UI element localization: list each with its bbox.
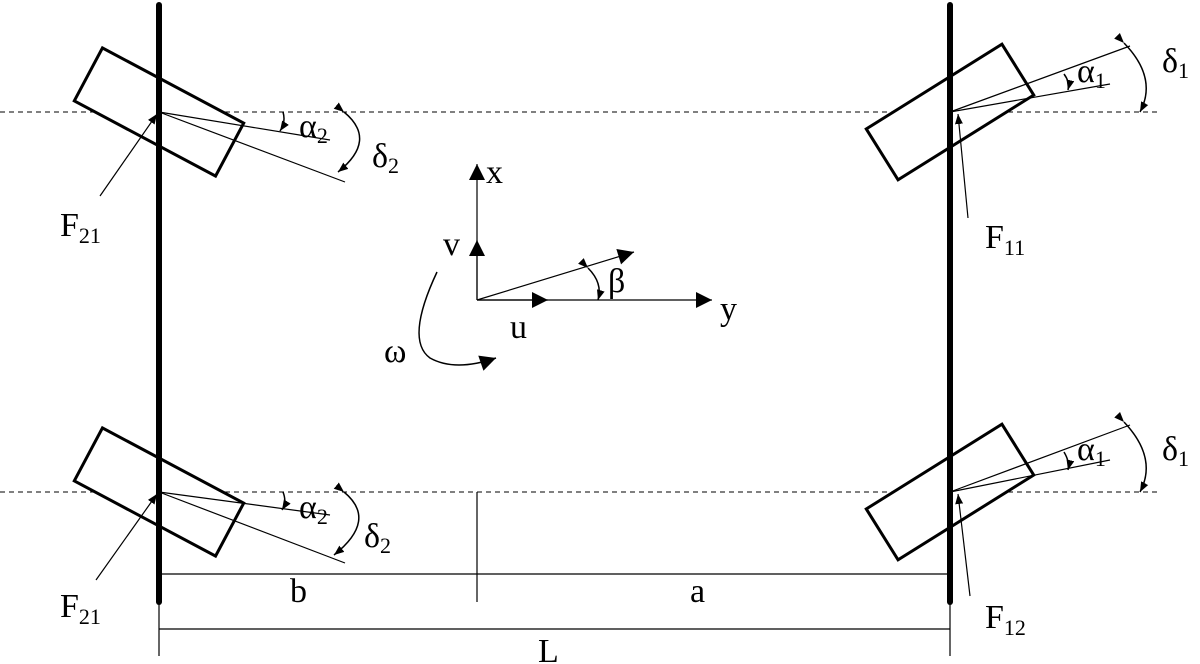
label-axis-x: x [486, 154, 503, 191]
sideslip-arc [578, 258, 605, 301]
rear-lower-delta-arc [333, 482, 360, 556]
front-upper-delta-arc [1114, 33, 1149, 113]
front-upper-steer-line [949, 45, 1131, 113]
label-velocity-v: v [443, 226, 460, 263]
label-steer-front-lower: δ1 [1162, 431, 1189, 471]
label-steer-rear-upper: δ2 [372, 138, 399, 178]
label-axis-y: y [720, 291, 737, 328]
force-arrow-rear-lower [95, 493, 158, 581]
label-yaw-rate: ω [384, 333, 406, 370]
force-arrow-front-lower [955, 493, 971, 597]
label-slip-front-upper: α1 [1077, 53, 1106, 93]
velocity-vector-arrow [476, 249, 635, 301]
rear-lower-steer-line [158, 491, 346, 564]
front-lower-delta-arc [1114, 411, 1149, 493]
rear-upper-steer-line [158, 111, 346, 183]
label-dim-a: a [690, 573, 705, 610]
label-slip-rear-upper: α2 [299, 108, 328, 148]
label-force-front-lower: F12 [985, 599, 1026, 640]
yaw-rate-arc [418, 271, 497, 371]
label-slip-rear-lower: α2 [299, 489, 328, 529]
label-force-rear-lower: F21 [60, 588, 101, 629]
front-lower-slip-line [949, 459, 1111, 493]
label-dim-L: L [538, 633, 559, 664]
rear-lower-alpha-arc [281, 491, 291, 511]
label-steer-front-upper: δ1 [1162, 43, 1189, 83]
label-velocity-u: u [510, 309, 527, 346]
label-force-front-upper: F11 [985, 219, 1025, 260]
label-force-rear-upper: F21 [60, 207, 101, 248]
label-slip-front-lower: α1 [1077, 431, 1106, 471]
force-arrow-front-upper [954, 113, 969, 219]
front-upper-slip-line [949, 83, 1111, 113]
front-lower-steer-line [949, 424, 1131, 493]
front-upper-alpha-arc [1063, 73, 1075, 91]
label-steer-rear-lower: δ2 [364, 518, 391, 558]
rear-upper-alpha-arc [279, 111, 289, 132]
label-dim-b: b [290, 573, 307, 610]
rear-upper-delta-arc [333, 102, 361, 173]
rear-upper-slip-line [158, 111, 331, 141]
rear-lower-slip-line [158, 491, 331, 516]
front-lower-alpha-arc [1063, 451, 1075, 471]
label-sideslip: β [608, 263, 625, 300]
force-arrow-rear-upper [99, 113, 158, 197]
